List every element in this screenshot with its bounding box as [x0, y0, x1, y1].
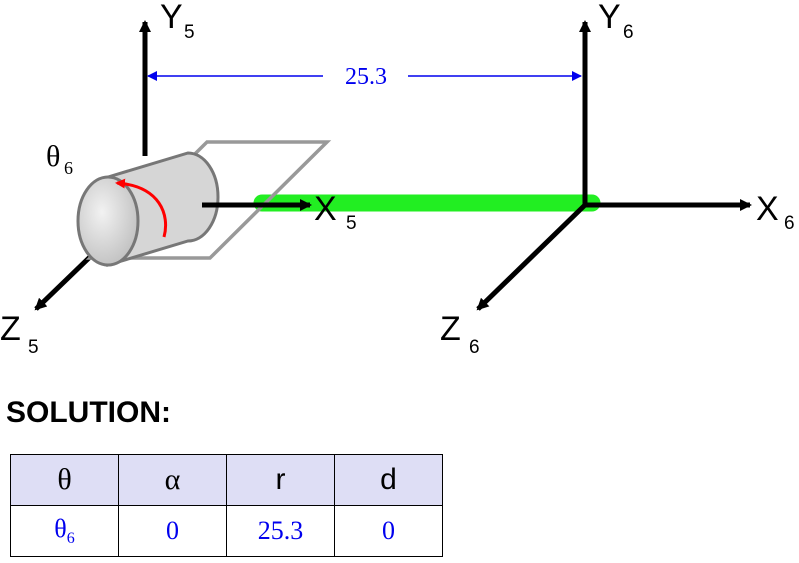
z6-axis-arrow — [476, 203, 587, 311]
cell-theta-index: 6 — [66, 530, 75, 548]
kinematic-diagram: 25.3 Y 5 X 5 Z 5 Y 6 X 6 Z 6 θ 6 — [0, 0, 795, 358]
table-header-row: θ α r d — [10, 454, 443, 506]
cell-d: 0 — [334, 505, 443, 557]
header-d: d — [334, 454, 443, 506]
y6-label: Y — [598, 0, 621, 36]
header-alpha: α — [118, 454, 227, 506]
y6-label-index: 6 — [623, 22, 634, 43]
cell-theta-symbol: θ — [54, 513, 67, 543]
z6-label-index: 6 — [469, 337, 480, 358]
solution-heading: SOLUTION: — [6, 396, 171, 429]
x5-label: X — [314, 190, 337, 228]
revolute-joint-cylinder — [76, 151, 220, 268]
cell-alpha: 0 — [118, 505, 227, 557]
dimension-label: 25.3 — [345, 64, 387, 90]
x5-label-index: 5 — [346, 213, 357, 234]
header-r: r — [226, 454, 335, 506]
cell-theta: θ6 — [10, 505, 119, 557]
y5-label: Y — [160, 0, 183, 36]
joint-angle-label: θ — [46, 140, 60, 173]
header-theta: θ — [10, 454, 119, 506]
z6-label: Z — [440, 310, 461, 348]
table-row: θ6 0 25.3 0 — [10, 505, 443, 557]
rotation-arrow-icon — [115, 178, 168, 238]
dimension-indicator: 25.3 — [147, 64, 582, 90]
x6-label: X — [756, 190, 779, 228]
z5-label: Z — [0, 310, 21, 348]
cell-r: 25.3 — [226, 505, 335, 557]
dh-parameter-table: θ α r d θ6 0 25.3 0 — [10, 454, 443, 557]
y5-label-index: 5 — [184, 22, 195, 43]
z5-label-index: 5 — [28, 337, 39, 358]
joint-angle-index: 6 — [64, 158, 73, 178]
x6-label-index: 6 — [784, 213, 795, 234]
